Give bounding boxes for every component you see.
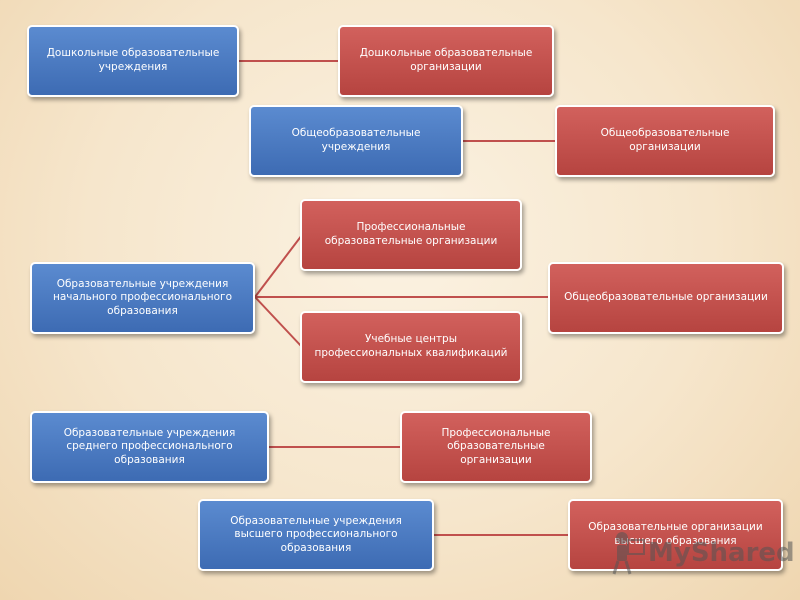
box-initial-vocational-institutions: Образовательные учреждения начального пр… [30, 262, 255, 334]
box-qualification-centers: Учебные центры профессиональных квалифик… [300, 311, 522, 383]
box-general-organizations: Общеобразовательные организации [555, 105, 775, 177]
box-general-institutions: Общеобразовательные учреждения [249, 105, 463, 177]
box-vocational-organizations-2: Профессиональные образовательные организ… [400, 411, 592, 483]
box-preschool-institutions: Дошкольные образовательные учреждения [27, 25, 239, 97]
box-vocational-organizations: Профессиональные образовательные организ… [300, 199, 522, 271]
box-secondary-vocational-institutions: Образовательные учреждения среднего проф… [30, 411, 269, 483]
connector-3a [254, 234, 303, 298]
box-preschool-organizations: Дошкольные образовательные организации [338, 25, 554, 97]
box-higher-education-organizations: Образовательные организации высшего обра… [568, 499, 783, 571]
connector-3c [254, 296, 303, 348]
box-general-organizations-2: Общеобразовательные организации [548, 262, 784, 334]
box-higher-vocational-institutions: Образовательные учреждения высшего профе… [198, 499, 434, 571]
